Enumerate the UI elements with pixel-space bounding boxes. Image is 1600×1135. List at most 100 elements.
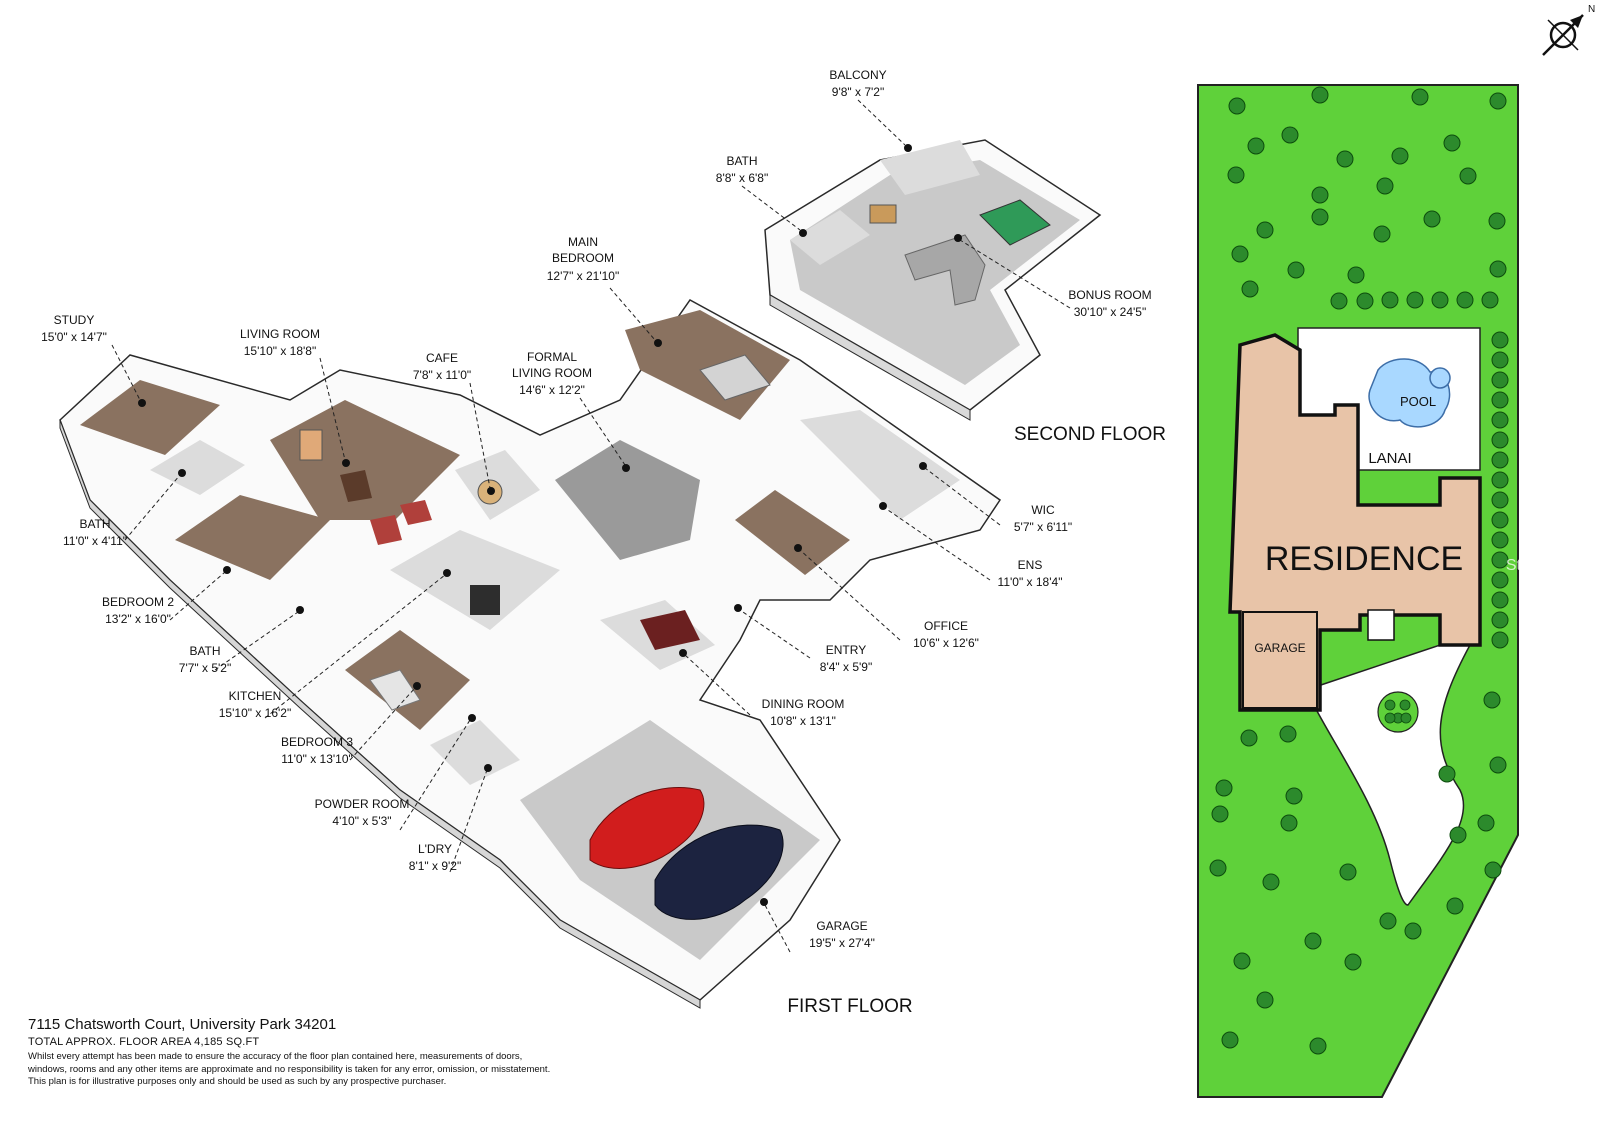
room-label-entry: ENTRY 8'4" x 5'9" bbox=[820, 643, 872, 674]
garden-tree-icon bbox=[1399, 699, 1411, 711]
tree-icon bbox=[1491, 331, 1509, 349]
room-name-line-2: BEDROOM bbox=[552, 251, 614, 265]
room-label-bath-2: BATH 7'7" x 5'2" bbox=[179, 644, 231, 675]
room-label-dining-room: DINING ROOM 10'8" x 13'1" bbox=[762, 697, 845, 728]
spa bbox=[1429, 367, 1451, 389]
room-label-laundry: L'DRY 8'1" x 9'2" bbox=[409, 842, 461, 873]
room-name: CAFE bbox=[426, 351, 458, 365]
study-floor bbox=[80, 380, 220, 455]
tree-icon bbox=[1233, 952, 1251, 970]
room-name-line-2: LIVING ROOM bbox=[512, 366, 592, 380]
tree-icon bbox=[1446, 897, 1464, 915]
room-name: STUDY bbox=[54, 313, 95, 327]
tree-icon bbox=[1491, 591, 1509, 609]
fireplace bbox=[299, 429, 323, 461]
laundry-floor bbox=[430, 720, 520, 785]
disclaimer-line-2: windows, rooms and any other items are a… bbox=[28, 1063, 551, 1075]
room-dimensions: 8'1" x 9'2" bbox=[409, 859, 461, 873]
ensuite-floor bbox=[800, 410, 960, 520]
tree-icon bbox=[1304, 932, 1322, 950]
tree-icon bbox=[1489, 260, 1507, 278]
tree-icon bbox=[1491, 431, 1509, 449]
tree-icon bbox=[1336, 150, 1354, 168]
room-name: BATH bbox=[189, 644, 220, 658]
tree-icon bbox=[1311, 186, 1329, 204]
first-floor-title: FIRST FLOOR bbox=[787, 996, 912, 1017]
disclaimer-line-1: Whilst every attempt has been made to en… bbox=[28, 1051, 523, 1062]
residence-label: RESIDENCE bbox=[1265, 540, 1463, 578]
tree-icon bbox=[1227, 166, 1245, 184]
kitchen-island bbox=[470, 585, 500, 615]
room-name: L'DRY bbox=[418, 842, 452, 856]
tree-icon bbox=[1356, 292, 1374, 310]
room-name: KITCHEN bbox=[229, 689, 282, 703]
sectional-sofa bbox=[904, 234, 986, 306]
site-trees bbox=[1209, 86, 1509, 1055]
garden-tree-icon bbox=[1384, 699, 1396, 711]
room-label-bonus-room: BONUS ROOM 30'10" x 24'5" bbox=[1068, 288, 1151, 319]
room-name: BONUS ROOM bbox=[1068, 288, 1151, 302]
room-dimensions: 15'10" x 18'8" bbox=[244, 344, 317, 358]
tree-icon bbox=[1477, 814, 1495, 832]
armchair bbox=[400, 500, 432, 525]
upper-bath-floor bbox=[790, 210, 870, 265]
room-name: BEDROOM 2 bbox=[102, 595, 174, 609]
kitchen-floor bbox=[390, 530, 560, 630]
room-dimensions: 11'0" x 13'10" bbox=[281, 752, 353, 766]
room-label-office: OFFICE 10'6" x 12'6" bbox=[913, 619, 979, 650]
tree-icon bbox=[1491, 571, 1509, 589]
formal-living-floor bbox=[555, 440, 700, 560]
tree-icon bbox=[1459, 167, 1477, 185]
room-dimensions: 10'8" x 13'1" bbox=[770, 714, 836, 728]
tree-icon bbox=[1221, 1031, 1239, 1049]
tree-icon bbox=[1339, 863, 1357, 881]
site-garage-label: GARAGE bbox=[1254, 641, 1305, 655]
pool bbox=[1368, 358, 1451, 428]
property-address: 7115 Chatsworth Court, University Park 3… bbox=[28, 1016, 337, 1033]
garden-circle bbox=[1377, 691, 1419, 733]
balcony-floor bbox=[880, 140, 980, 195]
room-label-bath-upper: BATH 8'8" x 6'8" bbox=[716, 154, 768, 185]
room-label-balcony: BALCONY 9'8" x 7'2" bbox=[829, 68, 886, 99]
tree-icon bbox=[1373, 225, 1391, 243]
tree-icon bbox=[1241, 280, 1259, 298]
tree-icon bbox=[1491, 471, 1509, 489]
room-name: ENTRY bbox=[826, 643, 866, 657]
room-label-wic: WIC 5'7" x 6'11" bbox=[1014, 503, 1072, 534]
tree-icon bbox=[1449, 826, 1467, 844]
room-dimensions: 8'8" x 6'8" bbox=[716, 171, 768, 185]
room-label-kitchen: KITCHEN 15'10" x 16'2" bbox=[219, 689, 292, 720]
first-floor-front-wall bbox=[59, 419, 701, 1009]
tree-icon bbox=[1376, 177, 1394, 195]
room-name: ENS bbox=[1018, 558, 1043, 572]
tree-icon bbox=[1285, 787, 1303, 805]
tree-icon bbox=[1311, 208, 1329, 226]
room-name: OFFICE bbox=[924, 619, 968, 633]
room-label-ens: ENS 11'0" x 18'4" bbox=[998, 558, 1063, 589]
room-dimensions: 11'0" x 4'11" bbox=[63, 534, 127, 548]
first-floor-plan bbox=[59, 299, 1002, 1009]
bath-1-floor bbox=[150, 440, 245, 495]
tree-icon bbox=[1404, 922, 1422, 940]
tree-icon bbox=[1488, 212, 1506, 230]
tree-icon bbox=[1443, 134, 1461, 152]
room-dimensions: 7'8" x 11'0" bbox=[413, 368, 471, 382]
tree-icon bbox=[1481, 291, 1499, 309]
room-dimensions: 8'4" x 5'9" bbox=[820, 660, 872, 674]
room-dimensions: 9'8" x 7'2" bbox=[832, 85, 884, 99]
bed-3 bbox=[369, 669, 421, 711]
tree-icon bbox=[1381, 291, 1399, 309]
room-name: BALCONY bbox=[829, 68, 886, 82]
room-label-study: STUDY 15'0" x 14'7" bbox=[41, 313, 107, 344]
tree-icon bbox=[1491, 631, 1509, 649]
tree-icon bbox=[1491, 411, 1509, 429]
tree-icon bbox=[1491, 551, 1509, 569]
tree-icon bbox=[1423, 210, 1441, 228]
coffee-table bbox=[340, 470, 372, 502]
room-label-bedroom-2: BEDROOM 2 13'2" x 16'0" bbox=[102, 595, 174, 626]
tree-icon bbox=[1391, 147, 1409, 165]
tree-icon bbox=[1262, 873, 1280, 891]
dining-table bbox=[640, 610, 700, 650]
